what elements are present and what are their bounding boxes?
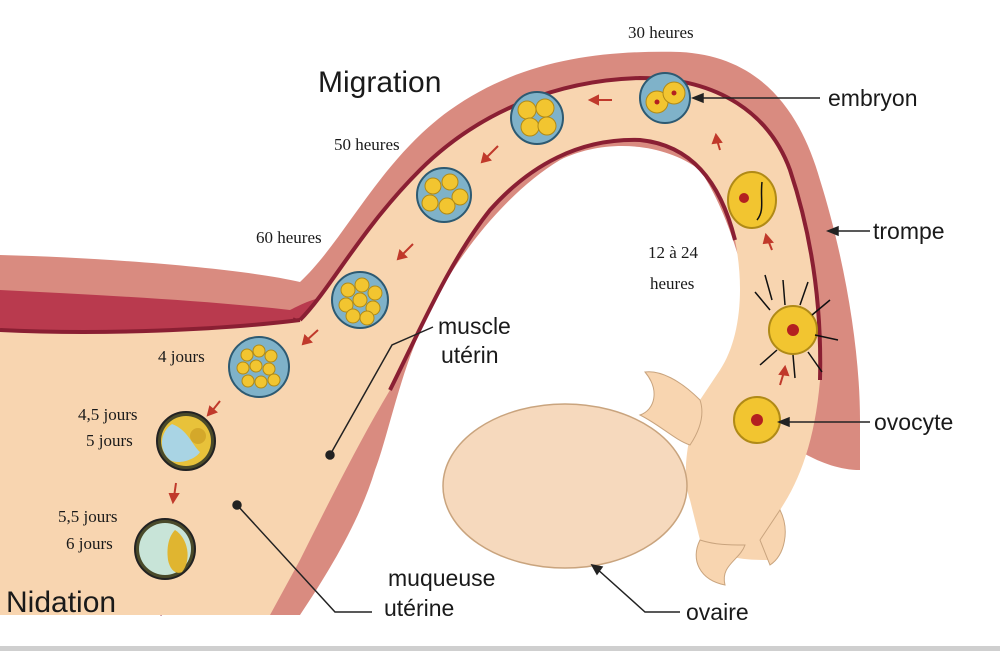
morula [331,271,389,329]
embryo-4-cells [510,91,564,145]
stage-5-5-days: 5,5 jours [58,507,118,526]
label-embryon: embryon [828,85,917,111]
bottom-divider [0,646,1000,651]
morula-4-days [228,336,290,398]
migration-heading: Migration [318,66,441,99]
label-trompe: trompe [873,218,945,244]
migration-arrows [168,94,790,505]
stage-12-24-hours-line1: 12 à 24 [648,243,699,262]
stage-5-days: 5 jours [86,431,133,450]
label-ovaire: ovaire [686,599,749,625]
zygote [727,171,777,229]
ovocyte-cell [733,396,781,444]
fertilized-ovocyte [754,274,839,379]
stage-60-hours: 60 heures [256,228,322,247]
label-pointers [232,92,870,613]
label-ovocyte: ovocyte [874,409,953,435]
embryo-2-cells [639,72,691,124]
stage-4-days: 4 jours [158,347,205,366]
blastocyst [134,518,196,580]
label-muscle-line1: muscle [438,313,511,339]
fimbriae [638,371,786,586]
early-blastocyst [156,411,216,471]
stage-50-hours: 50 heures [334,135,400,154]
stage-6-days: 6 jours [66,534,113,553]
label-muscle-line2: utérin [441,342,499,368]
label-muqueuse-line2: utérine [384,595,454,621]
fallopian-tube [0,75,823,615]
stage-12-24-hours-line2: heures [650,274,694,293]
ovary [442,403,688,569]
stage-4-5-days: 4,5 jours [78,405,138,424]
embryo-8-cells [416,167,472,223]
nidation-heading: Nidation [6,586,116,619]
stage-30-hours: 30 heures [628,23,694,42]
label-muqueuse-line1: muqueuse [388,565,495,591]
